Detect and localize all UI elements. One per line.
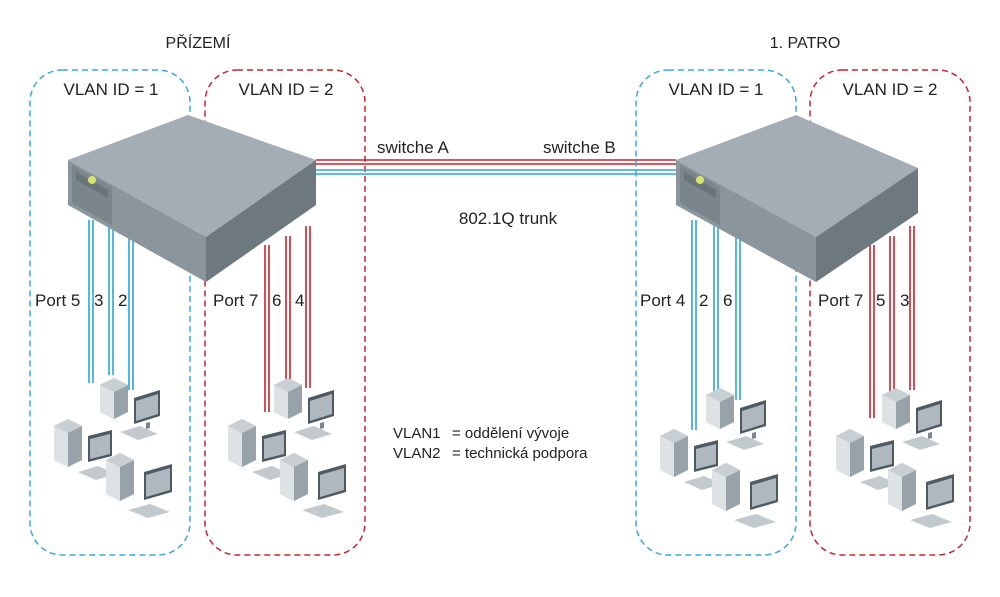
- trunk-link: [316, 159, 676, 175]
- workstation-icon: [836, 388, 954, 528]
- port-label: 3: [94, 291, 103, 310]
- legend-vlan2-key: VLAN2: [393, 445, 441, 462]
- network-switch-icon: [676, 115, 918, 282]
- legend: VLAN1 = oddělení vývoje VLAN2 = technick…: [393, 425, 588, 462]
- workstation-icon: [228, 378, 346, 518]
- switch-b-label: switche B: [543, 138, 616, 157]
- port-label: 3: [900, 291, 909, 310]
- port-label: Port 7: [818, 291, 863, 310]
- vlan2-cables-left: [264, 226, 311, 412]
- port-labels-vlan2-right: Port 7 5 3: [818, 291, 909, 310]
- vlan1-label-left: VLAN ID = 1: [64, 80, 159, 99]
- trunk-label: 802.1Q trunk: [459, 209, 558, 228]
- legend-vlan2-desc: = technická podpora: [452, 445, 588, 462]
- vlan1-zone-left: [29, 69, 191, 556]
- network-switch-icon: [68, 115, 316, 282]
- vlan1-zone-right: [635, 69, 797, 556]
- port-label: Port 4: [640, 291, 685, 310]
- port-label: 4: [295, 291, 304, 310]
- vlan1-cables-right: [691, 220, 741, 430]
- port-labels-vlan2-left: Port 7 6 4: [213, 291, 304, 310]
- port-label: Port 7: [213, 291, 258, 310]
- vlan2-cables-right: [869, 226, 915, 418]
- vlan1-cables-left: [88, 220, 134, 390]
- port-labels-vlan1-right: Port 4 2 6: [640, 291, 732, 310]
- port-label: 2: [699, 291, 708, 310]
- legend-vlan1-desc: = oddělení vývoje: [452, 425, 569, 442]
- vlan2-label-right: VLAN ID = 2: [843, 80, 938, 99]
- workstation-icon: [660, 388, 778, 528]
- port-labels-vlan1-left: Port 5 3 2: [35, 291, 127, 310]
- vlan2-zone-right: [809, 69, 971, 556]
- floor-title-left: PŘÍZEMÍ: [166, 33, 231, 52]
- switch-a-label: switche A: [377, 138, 449, 157]
- port-label: Port 5: [35, 291, 80, 310]
- floor-title-right: 1. PATRO: [770, 35, 841, 52]
- legend-vlan1-key: VLAN1: [393, 425, 441, 442]
- port-label: 2: [118, 291, 127, 310]
- port-label: 5: [876, 291, 885, 310]
- port-label: 6: [272, 291, 281, 310]
- vlan1-label-right: VLAN ID = 1: [669, 80, 764, 99]
- vlan2-zone-left: [204, 69, 366, 556]
- vlan2-label-left: VLAN ID = 2: [239, 80, 334, 99]
- workstation-icon: [54, 378, 172, 518]
- port-label: 6: [723, 291, 732, 310]
